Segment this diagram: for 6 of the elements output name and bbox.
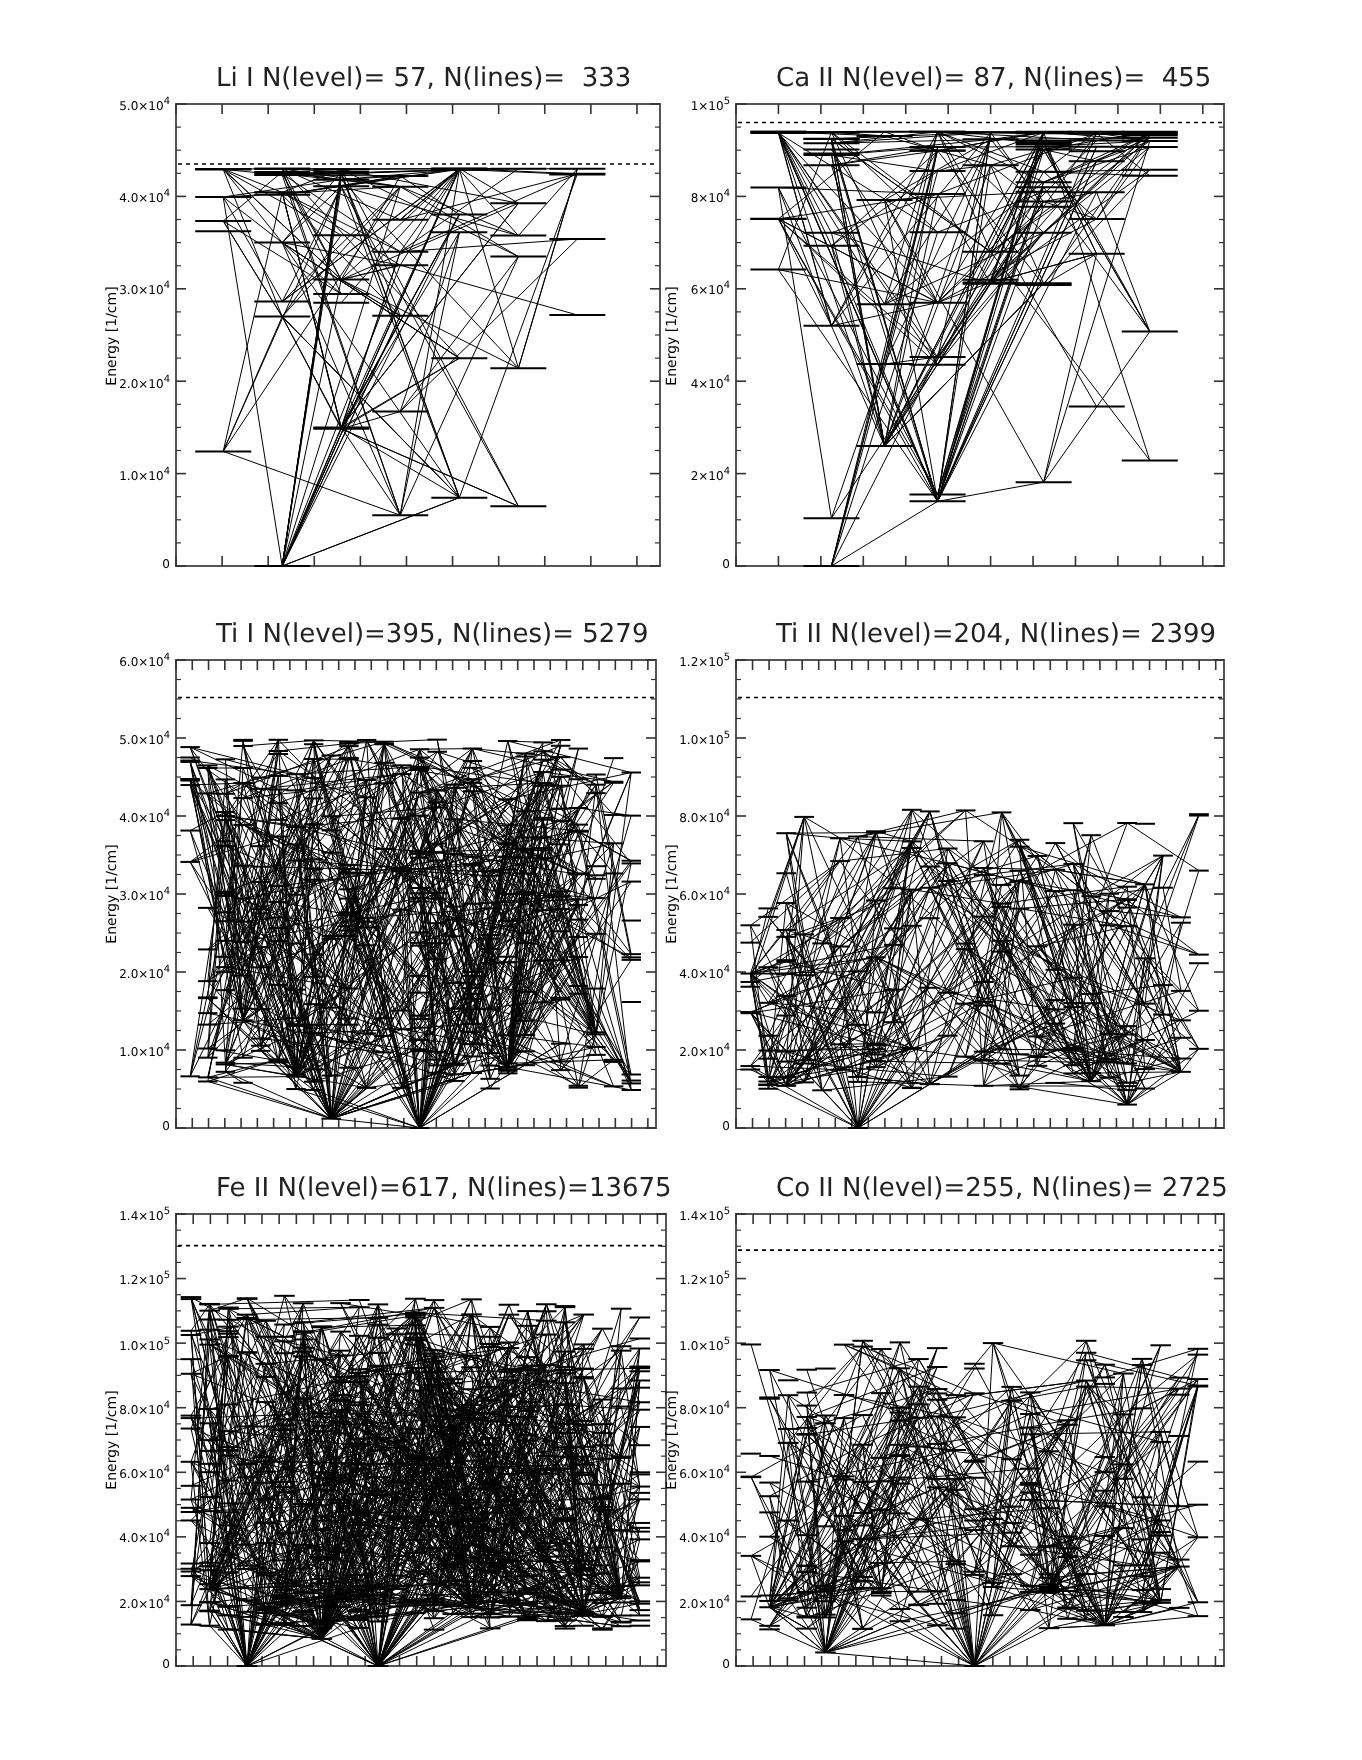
panel-title: Ti II N(level)=204, N(lines)= 2399 [776, 620, 1217, 650]
panel-title: Li I N(level)= 57, N(lines)= 333 [216, 64, 632, 94]
panel-title: Fe II N(level)=617, N(lines)=13675 [216, 1174, 672, 1204]
panel-title: Ca II N(level)= 87, N(lines)= 455 [776, 64, 1212, 94]
panel-title: Ti I N(level)=395, N(lines)= 5279 [216, 620, 649, 650]
panel-title: Co II N(level)=255, N(lines)= 2725 [776, 1174, 1228, 1204]
